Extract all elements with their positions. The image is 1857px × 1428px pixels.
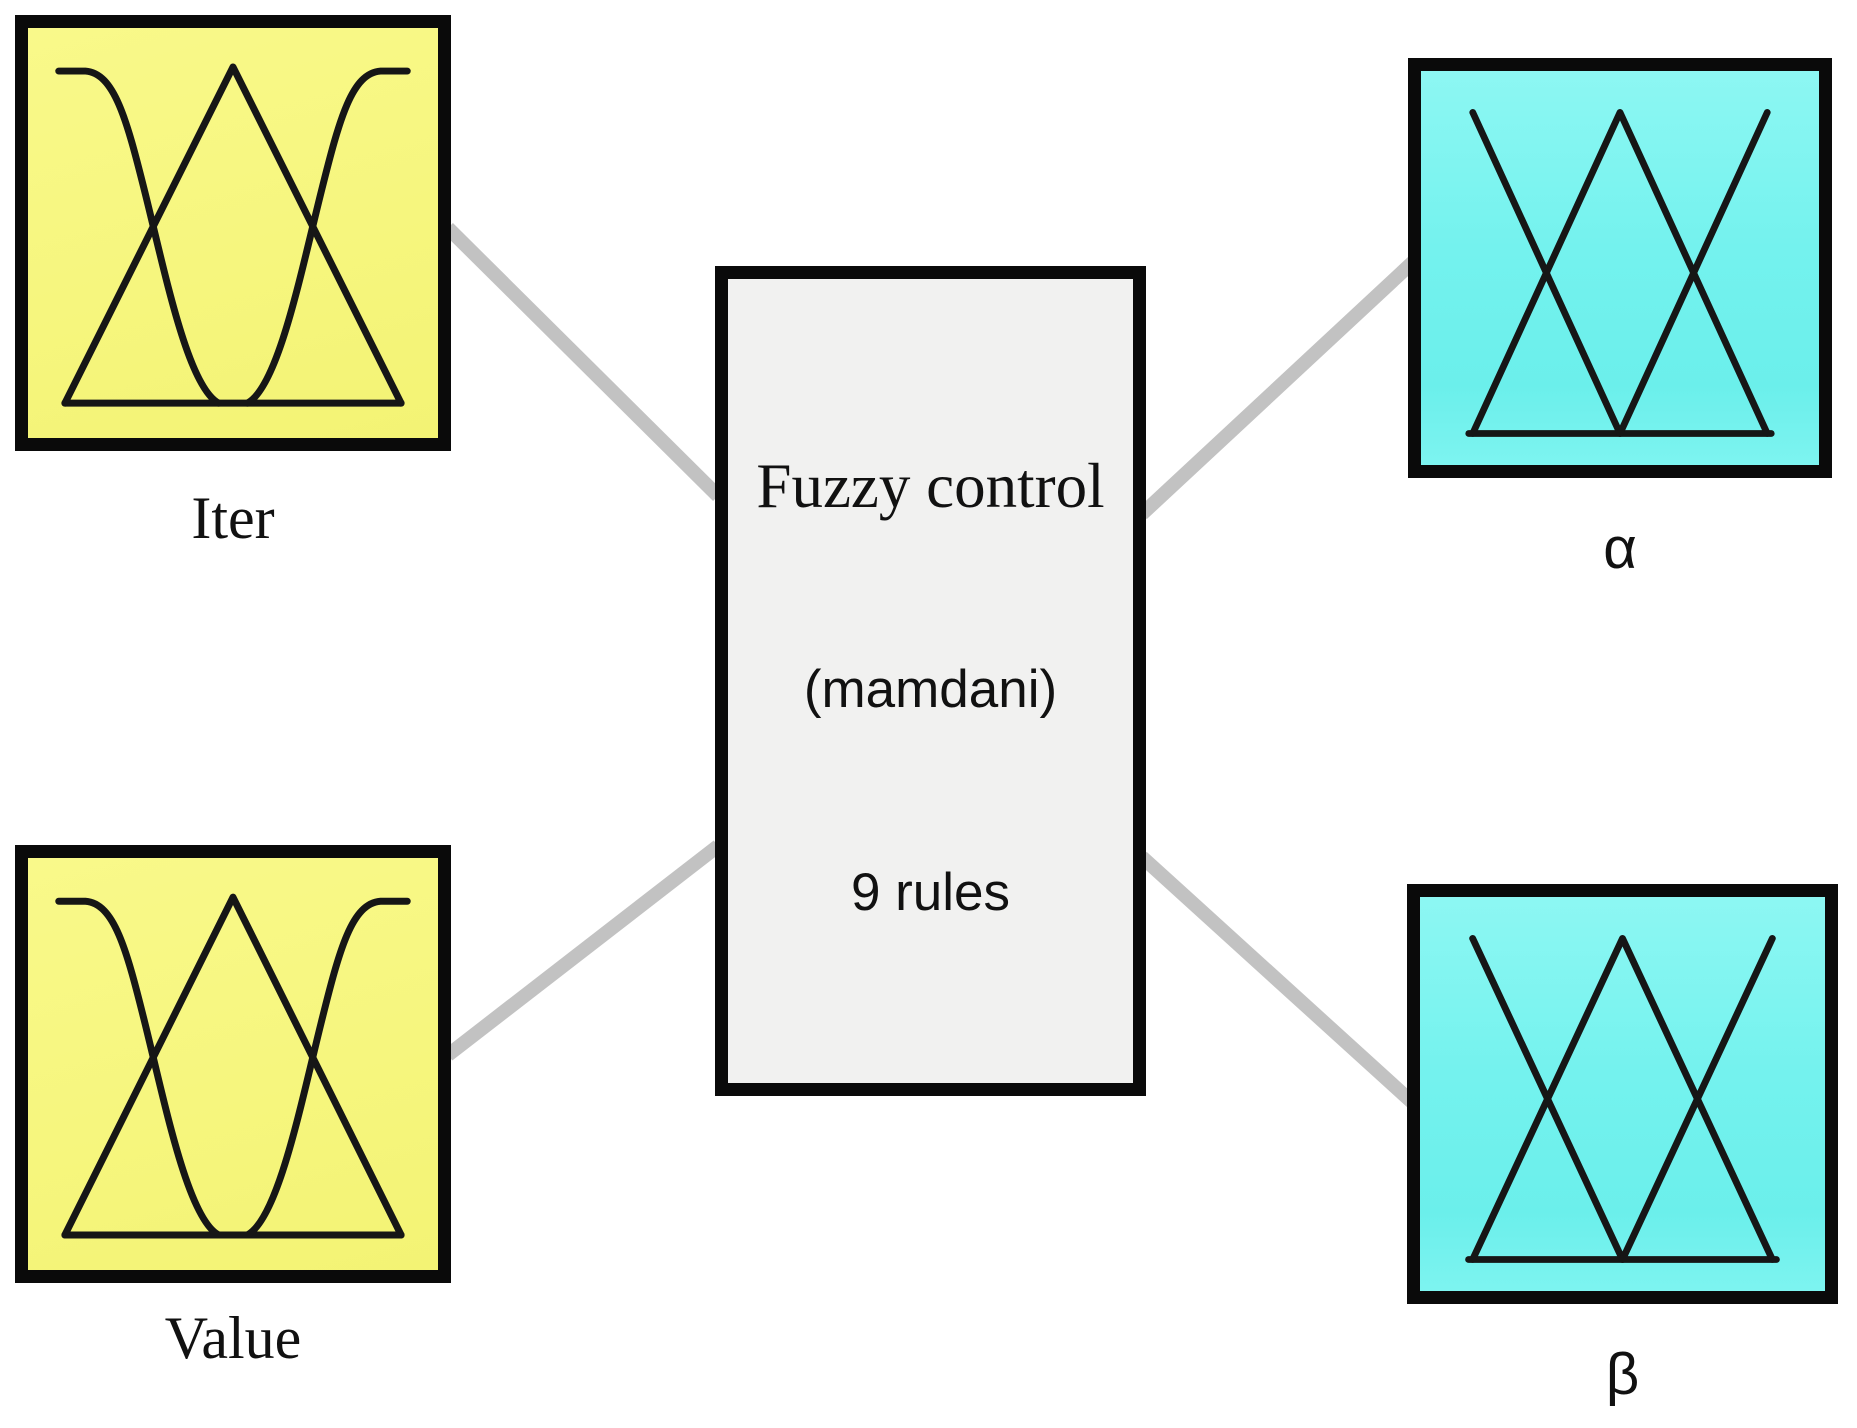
mf-triangle-curve [61, 63, 405, 407]
mf-zmf-curve [55, 67, 223, 407]
input-variable-box-iter [15, 15, 451, 451]
process-title: Fuzzy control [756, 451, 1105, 521]
process-rules-count: 9 rules [850, 863, 1011, 922]
connector-input1-to-process [443, 223, 723, 501]
mf-right-triangle-side [1619, 935, 1776, 1263]
membership-functions-icon [1465, 109, 1775, 437]
input-variable-box-value [15, 845, 451, 1283]
process-method: (mamdani) [803, 660, 1058, 719]
mf-triangle-curve [61, 893, 405, 1239]
output-label-beta: β [1605, 1342, 1640, 1407]
mf-left-triangle-side [1469, 109, 1624, 437]
connector-input2-to-process [443, 840, 723, 1061]
membership-functions-icon [1465, 935, 1780, 1263]
mf-triangle-curve [1469, 109, 1771, 437]
mf-left-triangle-side [1469, 935, 1626, 1263]
mf-right-triangle-side [1616, 109, 1771, 437]
fuzzy-process-box: Fuzzy control (mamdani) 9 rules [715, 266, 1146, 1096]
connector-process-to-output1 [1137, 255, 1419, 520]
mf-smf-curve [243, 67, 411, 407]
output-variable-box-alpha [1408, 58, 1832, 478]
input-label-iter: Iter [191, 485, 275, 551]
connector-process-to-output2 [1137, 851, 1419, 1110]
mf-zmf-curve [55, 897, 223, 1239]
output-label-alpha: α [1603, 516, 1637, 581]
output-variable-box-beta [1407, 884, 1838, 1304]
input-label-value: Value [164, 1305, 302, 1371]
mf-smf-curve [243, 897, 411, 1239]
membership-functions-icon [55, 63, 411, 407]
mf-triangle-curve [1469, 935, 1776, 1263]
membership-functions-icon [55, 893, 411, 1239]
